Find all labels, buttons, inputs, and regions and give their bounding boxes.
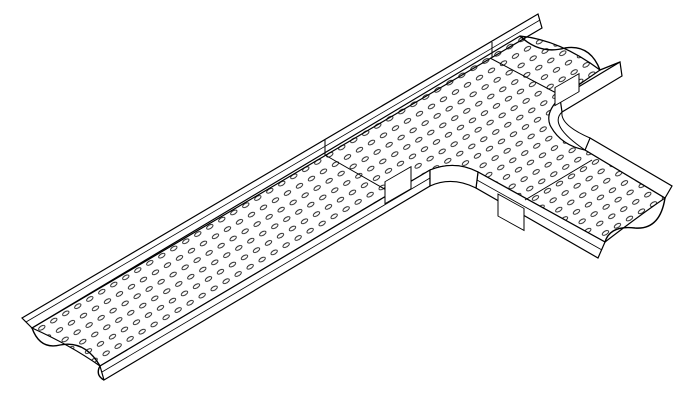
splice-plate: [554, 72, 580, 107]
branch-front-wall-lip: [476, 179, 603, 251]
main-right-wall: [559, 61, 623, 113]
branch-end-profile: [604, 197, 666, 243]
outer-bend-wall: [557, 110, 591, 151]
splice-plate: [497, 193, 525, 232]
main-back-wall: [21, 13, 543, 329]
inner-bend-wall: [429, 164, 479, 189]
left-end-profile: [31, 327, 105, 381]
main-front-wall-lip: [101, 177, 431, 373]
top-end-profile: [519, 35, 621, 71]
seam: [489, 57, 561, 96]
seam: [324, 154, 396, 196]
splice-plate: [384, 165, 412, 205]
seam: [524, 159, 593, 201]
main-back-wall-lip: [25, 19, 541, 323]
